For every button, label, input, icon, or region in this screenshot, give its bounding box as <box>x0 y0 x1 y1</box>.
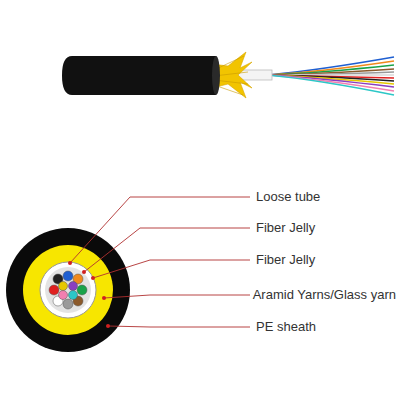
aramid-layer <box>23 245 113 335</box>
part-label: Aramid Yarns/Glass yarn <box>253 287 396 303</box>
fibers <box>49 271 87 309</box>
leader-dots <box>68 261 110 328</box>
part-label: Loose tube <box>256 189 320 205</box>
part-label: Fiber Jelly <box>256 252 315 268</box>
aramid-yarn-fan <box>212 52 252 98</box>
cross-section <box>6 197 250 352</box>
cable-side-view <box>62 52 394 98</box>
leader-lines <box>70 197 250 327</box>
fiber-fan <box>268 57 394 95</box>
part-label: PE sheath <box>256 319 316 335</box>
loose-tube <box>40 262 96 318</box>
sheath-end <box>212 56 220 95</box>
pe-sheath-side <box>62 56 216 95</box>
part-label: Fiber Jelly <box>256 220 315 236</box>
fiber-jelly <box>45 267 91 313</box>
pe-sheath <box>6 228 130 352</box>
